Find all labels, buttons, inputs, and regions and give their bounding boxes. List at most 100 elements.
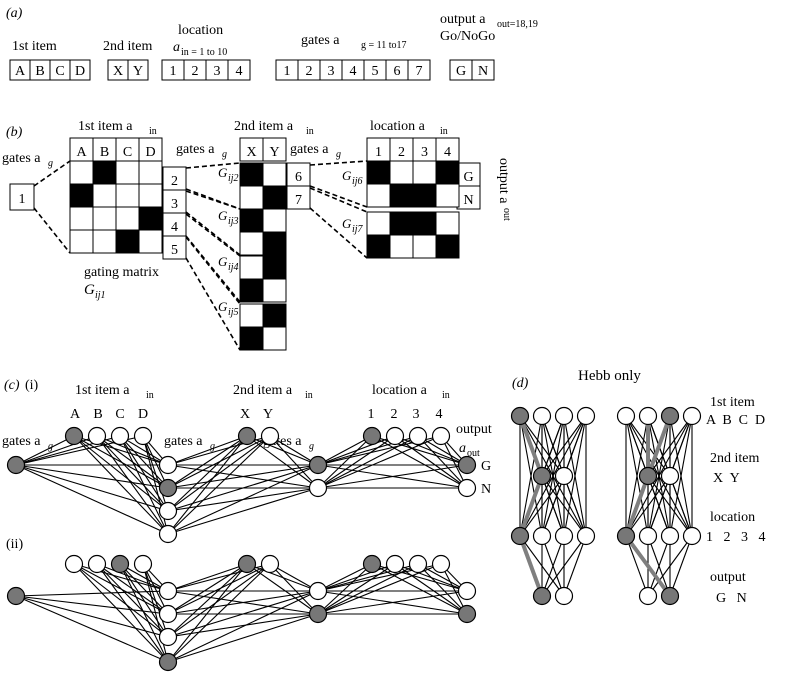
- c-net-i-edge: [119, 435, 169, 466]
- d-left-hebb-edge: [518, 475, 544, 537]
- b-matrix-1-cell: [115, 229, 140, 254]
- c-net-i-edge: [73, 435, 169, 535]
- b-output-label: N: [463, 193, 473, 208]
- b-matrix-5-cell: [262, 303, 287, 328]
- panel-b-g2-label: G: [218, 165, 228, 180]
- b-matrix-1-cell: [92, 160, 117, 185]
- panel-c-second-item-sub: in: [305, 390, 313, 401]
- panel-c-output-title: output: [456, 422, 492, 437]
- c-net-i-node: [308, 478, 328, 498]
- b-matrix-3-cell: [262, 208, 287, 233]
- b-dashed-connector: [309, 160, 368, 166]
- b-matrix-7-cell: [412, 211, 437, 236]
- panel-c-location-sub: in: [442, 390, 450, 401]
- c-net-i-node: [408, 426, 428, 446]
- b-matrix-6-cell: [389, 160, 414, 185]
- panel-c-gates-sub-2: g: [210, 441, 215, 452]
- b-matrix-1-cell: [138, 206, 163, 231]
- c-net-ii-edge: [167, 563, 271, 638]
- b-matrix-4-cell: [239, 255, 264, 280]
- d-right-edge: [669, 415, 693, 537]
- c-net-i-edge: [269, 435, 319, 466]
- c-first-letter: D: [138, 407, 148, 422]
- c-net-i-node: [110, 426, 130, 446]
- a-gate-cell-label: 1: [284, 64, 291, 79]
- b-dashed-connector: [33, 160, 71, 187]
- panel-b: (b) 1st item a in 2nd item a in location…: [2, 119, 512, 351]
- b-matrix-1-cell: [69, 206, 94, 231]
- d-left-node: [510, 526, 530, 546]
- b-matrix-1-cell: [115, 160, 140, 185]
- b-matrix-5-cell: [239, 326, 264, 351]
- d-right-edge: [669, 535, 693, 597]
- panel-d-label: (d): [512, 376, 529, 391]
- panel-c-location-title: location a: [372, 383, 428, 398]
- panel-c-network-i: [6, 426, 477, 544]
- panel-b-output-label: output a out: [496, 158, 512, 221]
- b-dashed-connector: [185, 190, 241, 210]
- c-net-i-edge: [119, 435, 169, 489]
- a-first-cell-label: C: [55, 64, 64, 79]
- b-dashed-connector: [309, 185, 368, 208]
- panel-c-sub-i: (i): [25, 378, 39, 393]
- panel-a-first-item-title: 1st item: [12, 39, 57, 54]
- panel-d-title: Hebb only: [578, 368, 641, 384]
- d-right-node: [638, 466, 658, 486]
- panel-d-networks: [510, 406, 702, 606]
- d-left-hebb-edge: [518, 535, 544, 597]
- panel-d-first-item: 1st item: [710, 395, 755, 410]
- c-net-i-node: [64, 426, 84, 446]
- d-right-hebb-edge: [624, 534, 672, 598]
- c-net-i-edge: [15, 464, 169, 535]
- a-second-cell-label: Y: [133, 64, 143, 79]
- c-net-ii-node: [87, 554, 107, 574]
- b-gate-number: 2: [171, 174, 178, 189]
- b-matrix-6-cell: [412, 160, 437, 185]
- c-net-i-edge: [142, 435, 169, 489]
- panel-c-gates-sub-1: g: [48, 441, 53, 452]
- d-right-edge: [625, 535, 649, 597]
- c-net-i-edge: [417, 435, 468, 466]
- panel-b-output-sub: out: [501, 208, 512, 221]
- c-net-ii-edge: [167, 563, 271, 663]
- panel-a-output-subtitle: Go/NoGo: [440, 29, 495, 44]
- b-matrix-1-cell: [92, 206, 117, 231]
- panel-b-gating-matrix-label: gating matrix: [84, 265, 159, 280]
- d-left-node: [532, 406, 552, 426]
- b-gate-number: 4: [171, 220, 178, 235]
- c-net-i-edge: [317, 435, 373, 489]
- b-matrix-5-cell: [239, 303, 264, 328]
- panel-d-output-letters: G N: [716, 591, 747, 606]
- b-matrix-4-cell: [262, 278, 287, 303]
- c-net-i-edge: [96, 435, 169, 466]
- panel-b-g1-sub: ij1: [95, 290, 106, 301]
- b-matrix-7-cell: [366, 234, 391, 259]
- panel-b-g4-sub: ij4: [228, 262, 239, 273]
- b-matrix-2-cell: [262, 185, 287, 210]
- d-left-node: [576, 406, 596, 426]
- b-second-cell-label: Y: [269, 145, 279, 160]
- c-net-ii-node: [308, 581, 328, 601]
- b-dashed-connector: [185, 236, 241, 305]
- c-net-i-node: [158, 501, 178, 521]
- c-first-letter: B: [93, 407, 102, 422]
- c-net-ii-edge: [119, 563, 169, 663]
- b-matrix-3-cell: [262, 231, 287, 256]
- panel-b-first-item-sub: in: [149, 126, 157, 137]
- c-net-i-edge: [317, 435, 373, 466]
- b-location-cell-label: 3: [421, 145, 428, 160]
- a-location-cell-label: 3: [214, 64, 221, 79]
- c-net-ii-edge: [73, 563, 169, 663]
- c-location-number: 4: [436, 407, 443, 422]
- c-net-ii-edge: [96, 563, 169, 638]
- d-left-node: [532, 466, 552, 486]
- c-net-i-edge: [96, 435, 169, 535]
- c-output-letter: G: [481, 459, 491, 474]
- panel-a-output-sub: out=18,19: [497, 19, 538, 30]
- c-net-i-edge: [119, 435, 169, 535]
- d-right-node: [660, 526, 680, 546]
- d-right-node: [616, 406, 636, 426]
- panel-a-output-title: output a: [440, 12, 486, 27]
- b-first-cell-label: B: [100, 145, 109, 160]
